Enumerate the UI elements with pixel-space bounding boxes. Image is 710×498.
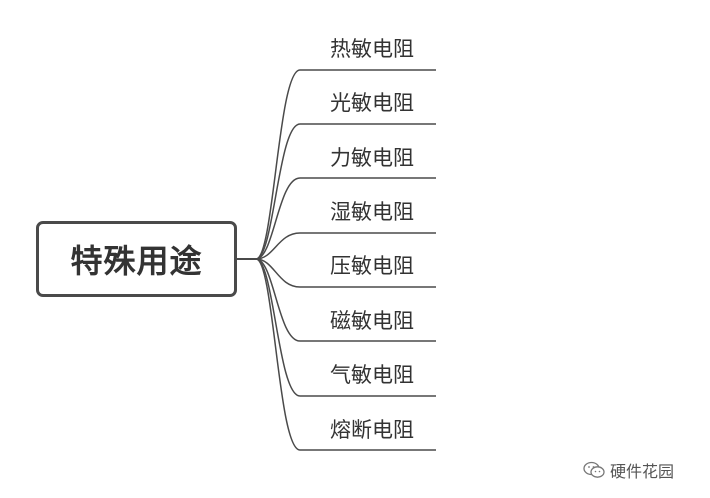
branch-connector-2: [255, 177, 436, 260]
branch-connector-5: [255, 258, 436, 342]
branch-label-1[interactable]: 光敏电阻: [330, 91, 414, 115]
branch-connector-0: [255, 69, 436, 260]
branch-connector-7: [255, 258, 436, 451]
branch-connector-4: [255, 258, 436, 288]
wechat-icon: [583, 461, 605, 478]
branch-connector-1: [255, 123, 436, 260]
branch-label-6[interactable]: 气敏电阻: [330, 363, 414, 387]
watermark: 硬件花园: [583, 458, 674, 482]
branch-connector-6: [255, 258, 436, 397]
branch-label-0[interactable]: 热敏电阻: [330, 37, 414, 61]
branch-label-7[interactable]: 熔断电阻: [330, 418, 414, 442]
branch-label-2[interactable]: 力敏电阻: [330, 146, 414, 170]
branch-connector-3: [255, 232, 436, 260]
branch-label-4[interactable]: 压敏电阻: [330, 254, 414, 278]
root-label: 特殊用途: [70, 242, 203, 280]
branch-label-5[interactable]: 磁敏电阻: [330, 309, 414, 333]
branch-label-3[interactable]: 湿敏电阻: [330, 200, 414, 224]
watermark-text: 硬件花园: [610, 462, 675, 481]
root-node[interactable]: 特殊用途: [36, 221, 237, 297]
